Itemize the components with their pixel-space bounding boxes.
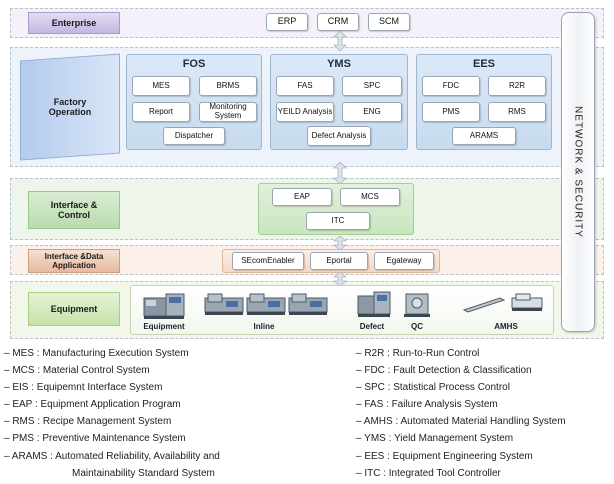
legend-itc: – ITC : Integrated Tool Controller <box>356 468 501 479</box>
eportal-box: Eportal <box>310 252 368 270</box>
arams-box: ARAMS <box>452 127 516 145</box>
itc-box: ITC <box>306 212 370 230</box>
equipment-layer-label: Equipment <box>50 303 98 314</box>
legend-mcs: – MCS : Material Control System <box>4 365 150 376</box>
spc-box: SPC <box>342 76 402 96</box>
erp-box: ERP <box>266 13 308 31</box>
pms-box: PMS <box>422 102 480 122</box>
legend-amhs: – AMHS : Automated Material Handling Sys… <box>356 416 566 427</box>
factory-layer-label: Factory Operation <box>48 96 92 117</box>
ees-title: EES <box>472 58 495 70</box>
legend-mes: – MES : Manufacturing Execution System <box>4 348 189 359</box>
qc-machine-icon <box>404 293 430 317</box>
legend-spc: – SPC : Statistical Process Control <box>356 382 510 393</box>
legend-r2r: – R2R : Run-to-Run Control <box>356 348 480 359</box>
amhs-conveyor-icon <box>462 293 543 313</box>
legend-pms: – PMS : Preventive Maintenance System <box>4 433 186 444</box>
defect-machine-icon <box>357 291 391 317</box>
legend-rms: – RMS : Recipe Management System <box>4 416 172 427</box>
scm-box: SCM <box>368 13 410 31</box>
interface-data-arrow <box>333 236 347 250</box>
network-security-label: NETWORK & SECURITY <box>572 106 584 238</box>
data-equipment-arrow <box>333 272 347 286</box>
crm-box: CRM <box>317 13 359 31</box>
legend-eap: – EAP : Equipment Application Program <box>4 399 181 410</box>
defect-label: Defect <box>359 322 385 331</box>
legend-eis: – EIS : Equipemnt Interface System <box>4 382 163 393</box>
mcs-box: MCS <box>340 188 400 206</box>
inline-machine-icon-2 <box>246 293 286 315</box>
interface-data-layer-label: Interface &Data Application <box>44 251 104 270</box>
legend-fas: – FAS : Failure Analysis System <box>356 399 498 410</box>
interface-control-layer-tab: Interface & Control <box>28 191 120 229</box>
dispatcher-box: Dispatcher <box>163 127 225 145</box>
legend-fdc: – FDC : Fault Detection & Classification <box>356 365 532 376</box>
eng-box: ENG <box>342 102 402 122</box>
legend-yms: – YMS : Yield Management System <box>356 433 514 444</box>
equipment-label: Equipment <box>143 322 185 331</box>
legend-arams: – ARAMS : Automated Reliability, Availab… <box>4 451 220 462</box>
equipment-layer-tab: Equipment <box>28 292 120 326</box>
qc-label: QC <box>411 322 423 331</box>
rms-box: RMS <box>488 102 546 122</box>
factory-layer-tab: Factory Operation <box>20 53 120 161</box>
network-security-bar: NETWORK & SECURITY <box>561 12 595 332</box>
enterprise-layer-tab: Enterprise <box>28 12 120 34</box>
inline-machine-icon-3 <box>288 293 328 315</box>
interface-control-layer-label: Interface & Control <box>50 199 98 220</box>
fas-box: FAS <box>276 76 334 96</box>
defect-analysis-box: Defect Analysis <box>307 126 371 146</box>
legend-arams-cont: Maintainability Standard System <box>72 468 215 479</box>
legend-ees: – EES : Equipment Engineering System <box>356 451 533 462</box>
inline-machine-icon-1 <box>204 293 244 315</box>
fdc-box: FDC <box>422 76 480 96</box>
enterprise-factory-arrow <box>333 31 347 51</box>
yield-analysis-box: YEILD Analysis <box>276 102 334 122</box>
factory-interface-arrow <box>333 162 347 184</box>
monitoring-system-box: Monitoring System <box>199 102 257 122</box>
eap-box: EAP <box>272 188 332 206</box>
mes-box: MES <box>132 76 190 96</box>
equipment-machine-icon <box>143 293 185 319</box>
report-box: Report <box>132 102 190 122</box>
enterprise-layer-label: Enterprise <box>51 17 97 28</box>
egateway-box: Egateway <box>374 252 434 270</box>
brms-box: BRMS <box>199 76 257 96</box>
interface-data-layer-tab: Interface &Data Application <box>28 249 120 273</box>
r2r-box: R2R <box>488 76 546 96</box>
amhs-label: AMHS <box>494 322 518 331</box>
equipment-group <box>130 285 554 335</box>
yms-title: YMS <box>327 58 351 70</box>
fos-title: FOS <box>182 58 206 70</box>
inline-label: Inline <box>253 322 275 331</box>
secomenabler-box: SEcomEnabler <box>232 252 304 270</box>
